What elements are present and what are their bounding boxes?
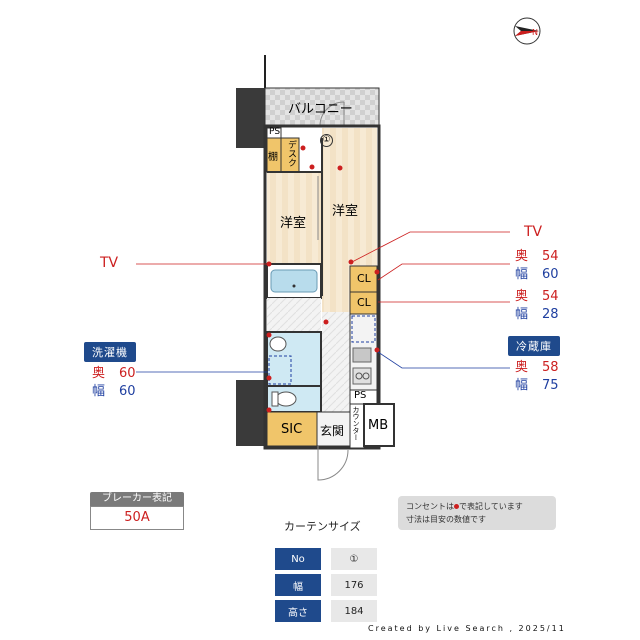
ps-top-label: PS	[269, 127, 281, 137]
shelf-label: 棚	[268, 152, 278, 163]
room-right-label: 洋室	[332, 204, 359, 219]
outlet-note: コンセントはで表記しています 寸法は目安の数値です	[398, 496, 556, 530]
curtain-row-value: ①	[331, 548, 377, 570]
washer-depth: 60	[119, 366, 136, 381]
ps-bottom-label: PS	[354, 390, 367, 401]
tv-right-width-label: 幅	[515, 267, 529, 282]
compass-label: N	[532, 28, 538, 37]
fridge-depth-label: 奥	[515, 360, 529, 375]
balcony-label: バルコニー	[288, 102, 353, 117]
note-line1-b: で表記しています	[459, 502, 523, 511]
washer-width: 60	[119, 384, 136, 399]
note-line2: 寸法は目安の数値です	[406, 515, 486, 524]
fridge-depth: 58	[542, 360, 559, 375]
curtain-row: 幅 176	[275, 574, 377, 596]
desk-label: デスク	[286, 140, 296, 167]
tv-right-depth: 54	[542, 249, 559, 264]
curtain-table: No ① 幅 176 高さ 184	[275, 544, 377, 626]
cl-width: 28	[542, 307, 559, 322]
cl-width-label: 幅	[515, 307, 529, 322]
fridge-tag: 冷蔵庫	[508, 336, 560, 356]
breaker-label: ブレーカー表記	[90, 492, 184, 506]
fridge-width-label: 幅	[515, 378, 529, 393]
curtain-row-value: 184	[331, 600, 377, 622]
cl-depth-label: 奥	[515, 289, 529, 304]
cl-upper-label: CL	[357, 272, 371, 285]
compass-icon: N	[513, 17, 541, 45]
fridge-width: 75	[542, 378, 559, 393]
entrance-label: 玄関	[320, 424, 345, 438]
curtain-row-label: No	[275, 548, 321, 570]
outlet-dot-icon	[454, 504, 459, 509]
curtain-row-value: 176	[331, 574, 377, 596]
sic-label: SIC	[281, 422, 303, 437]
fridge-dims: 奥 58 幅 75	[515, 359, 559, 395]
tv-right-depth-label: 奥	[515, 249, 529, 264]
mb-label: MB	[368, 418, 389, 433]
room-left-label: 洋室	[280, 216, 307, 231]
curtain-row: 高さ 184	[275, 600, 377, 622]
cl-lower-label: CL	[357, 296, 371, 309]
breaker-value: 50A	[90, 506, 184, 530]
note-line1-a: コンセントは	[406, 502, 454, 511]
washer-dims: 奥 60 幅 60	[92, 365, 136, 401]
washer-depth-label: 奥	[92, 366, 106, 381]
curtain-row-label: 高さ	[275, 600, 321, 622]
curtain-marker: ①	[320, 134, 333, 147]
tv-right-width: 60	[542, 267, 559, 282]
washer-width-label: 幅	[92, 384, 106, 399]
tv-left-label: TV	[100, 255, 119, 271]
washer-tag: 洗濯機	[84, 342, 136, 362]
cl-dims: 奥 54 幅 28	[515, 288, 559, 324]
cl-depth: 54	[542, 289, 559, 304]
counter-label: カウンター	[352, 406, 360, 441]
tv-right-dims: 奥 54 幅 60	[515, 248, 559, 284]
curtain-row: No ①	[275, 548, 377, 570]
tv-right-label: TV	[524, 224, 543, 240]
curtain-row-label: 幅	[275, 574, 321, 596]
curtain-title: カーテンサイズ	[284, 520, 361, 533]
credit-text: Created by Live Search , 2025/11	[368, 624, 566, 633]
breaker-box: ブレーカー表記 50A	[90, 492, 184, 530]
